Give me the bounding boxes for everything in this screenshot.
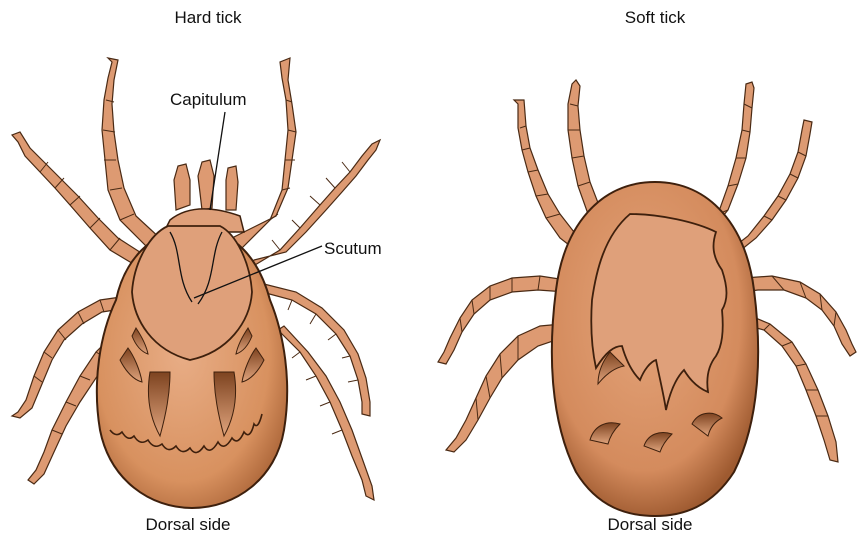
- hard-tick-drawing: [12, 58, 380, 508]
- soft-tick-title: Soft tick: [585, 8, 725, 28]
- hard-tick-caption: Dorsal side: [118, 515, 258, 535]
- capitulum-pointer-line: [210, 112, 225, 210]
- soft-tick-caption: Dorsal side: [580, 515, 720, 535]
- soft-tick-drawing: [438, 80, 856, 516]
- scutum-label: Scutum: [324, 239, 382, 259]
- hard-tick-title: Hard tick: [138, 8, 278, 28]
- hard-tick-capitulum: [164, 160, 244, 232]
- capitulum-label: Capitulum: [170, 90, 247, 110]
